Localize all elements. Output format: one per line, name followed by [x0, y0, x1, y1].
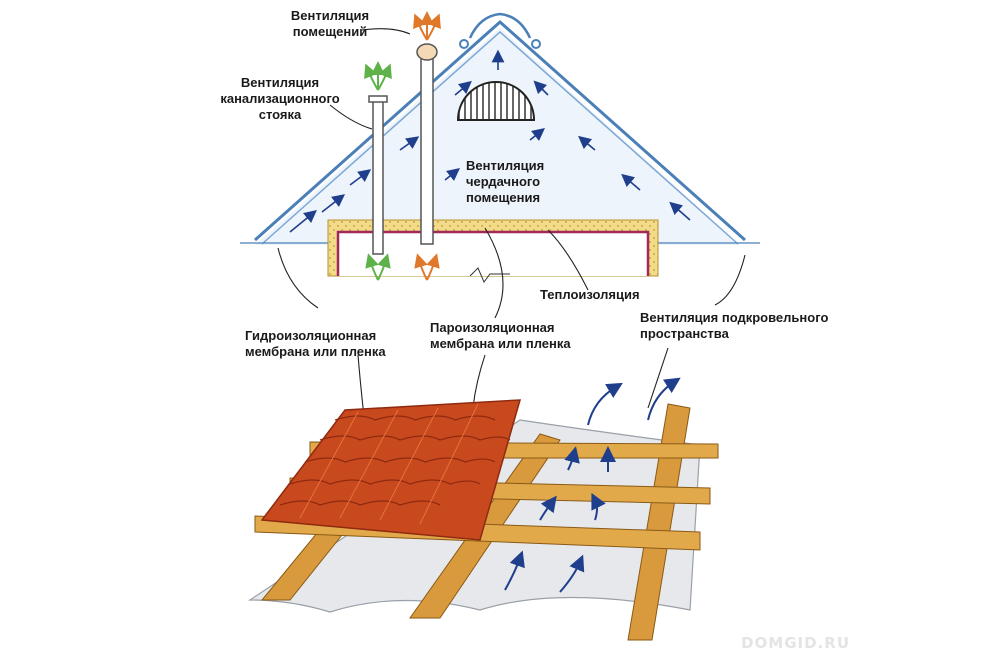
label-line: стояка: [258, 107, 302, 122]
label-waterproof-membrane: Гидроизоляционная мембрана или пленка: [245, 328, 386, 360]
roof-section: [240, 11, 760, 283]
label-vapor-membrane: Пароизоляционная мембрана или пленка: [430, 320, 571, 352]
ridge-vent-icon: [468, 12, 532, 39]
air-flow-arrow: [364, 61, 392, 281]
roof-layers: [248, 377, 719, 641]
label-insulation: Теплоизоляция: [540, 287, 640, 303]
attic-room-cutout: [338, 232, 648, 276]
label-line: помещения: [466, 190, 541, 205]
label-line: чердачного: [466, 174, 541, 189]
air-flow-arrow: [504, 377, 681, 593]
label-line: Теплоизоляция: [540, 287, 640, 302]
air-flow-arrow: [289, 49, 691, 233]
sewer-pipe-icon: [372, 97, 384, 255]
label-line: Пароизоляционная: [430, 320, 555, 335]
label-underroof-ventilation: Вентиляция подкровельного пространства: [640, 310, 828, 342]
vapor-barrier-line: [336, 230, 650, 276]
label-line: помещений: [292, 24, 368, 39]
watermark: DOMGID.RU: [741, 634, 850, 652]
label-line: канализационного: [220, 91, 340, 106]
label-line: Вентиляция: [290, 8, 370, 23]
label-line: Вентиляция: [240, 75, 320, 90]
roof-slope-outer: [254, 19, 746, 242]
label-line: мембрана или пленка: [245, 344, 386, 359]
label-line: Вентиляция: [466, 158, 545, 173]
label-line: Вентиляция подкровельного: [640, 310, 829, 325]
label-line: пространства: [640, 326, 729, 341]
label-line: Гидроизоляционная: [245, 328, 377, 343]
label-room-ventilation: Вентиляция помещений: [270, 8, 390, 40]
room-vent-pipe-icon: [420, 57, 434, 245]
label-sewer-ventilation: Вентиляция канализационного стояка: [210, 75, 350, 123]
roof-slope-inner: [261, 30, 739, 245]
dormer-vent-icon: [456, 81, 536, 121]
label-line: мембрана или пленка: [430, 336, 571, 351]
air-flow-arrow: [413, 11, 441, 281]
metal-tile-sheet: [260, 399, 522, 541]
label-attic-ventilation: Вентиляция чердачного помещения: [466, 158, 544, 206]
